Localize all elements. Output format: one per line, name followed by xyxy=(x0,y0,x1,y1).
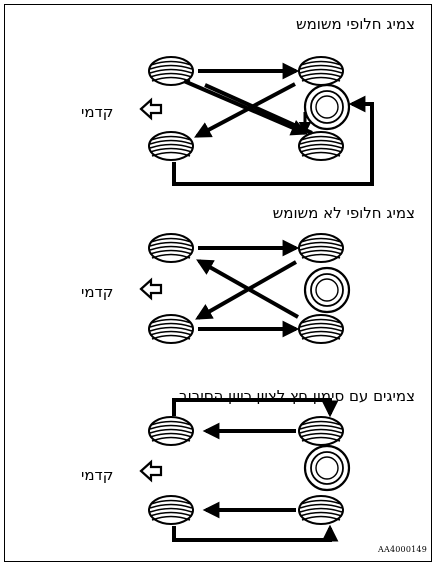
section-1-front-arrow-icon xyxy=(139,98,163,120)
section-2-front-label: קדמי xyxy=(81,283,114,301)
section-3-rear-left-tire xyxy=(298,416,344,446)
section-3-diagram xyxy=(139,398,351,542)
section-2-rear-right-tire xyxy=(298,314,344,344)
section-1-rear-left-tire xyxy=(298,56,344,86)
section-3-front-arrow-icon xyxy=(139,460,163,482)
section-2-arrow-rr-to-fl xyxy=(196,259,299,319)
section-2-heading: צמיג חלופי לא משומש xyxy=(272,204,415,222)
section-3-rear-right-tire xyxy=(298,495,344,525)
section-1-front-label: קדמי xyxy=(81,103,114,121)
section-2-diagram xyxy=(139,233,351,344)
section-1-arrow-rr-cross xyxy=(204,83,313,135)
section-3-spare-tire xyxy=(303,444,351,492)
section-1-arrow-rl-to-fr xyxy=(194,82,296,138)
section-3-front-left-tire xyxy=(148,416,194,446)
section-3-arrow-fl-to-rl xyxy=(172,398,339,418)
section-2-spare-tire xyxy=(303,266,351,314)
section-3-front-right-tire xyxy=(148,495,194,525)
section-3-arrow-fr-to-rr xyxy=(172,524,339,542)
section-1-spare-tire xyxy=(303,83,351,131)
section-1-diagram xyxy=(139,56,374,186)
section-1-arrow-fl-cross xyxy=(183,79,309,136)
figure-code: AA4000149 xyxy=(378,545,427,554)
section-2-rear-left-tire xyxy=(298,233,344,263)
section-1-rear-right-tire xyxy=(298,131,344,161)
section-1-arrow-fr-to-spare xyxy=(172,95,374,186)
section-2-front-arrow-icon xyxy=(139,278,163,300)
section-1-heading: צמיג חלופי משומש xyxy=(295,15,415,33)
section-2-front-left-tire xyxy=(148,233,194,263)
section-3-front-label: קדמי xyxy=(81,466,114,484)
section-1-front-right-tire xyxy=(148,131,194,161)
section-2-front-right-tire xyxy=(148,314,194,344)
